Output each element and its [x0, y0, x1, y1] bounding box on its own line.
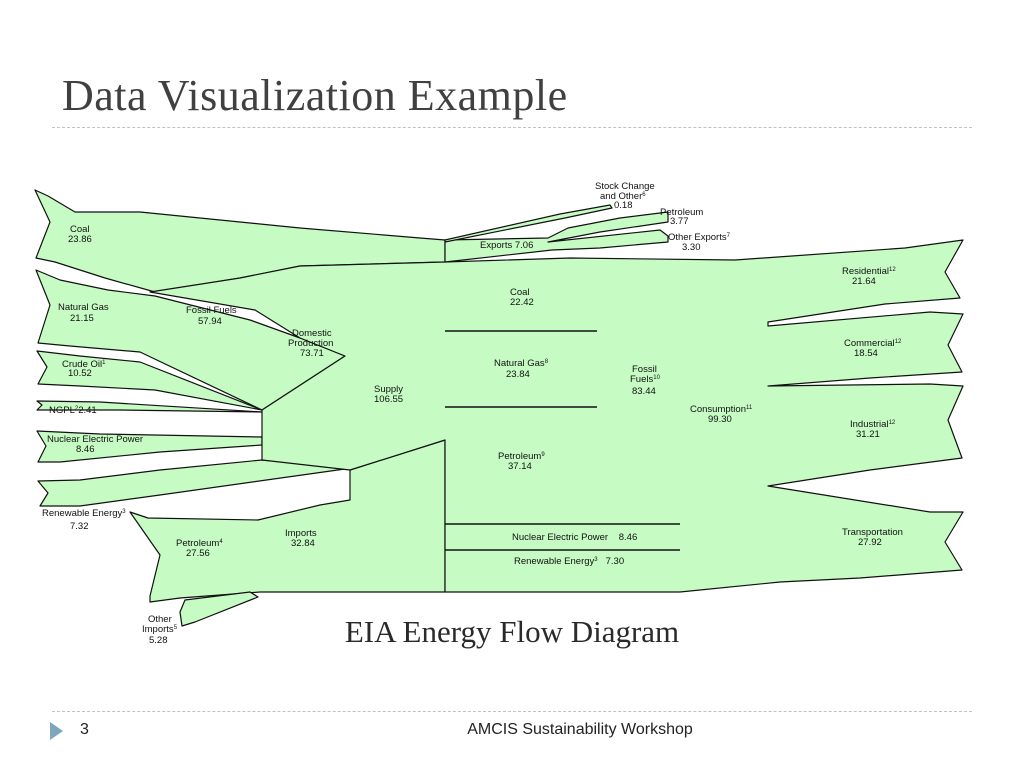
flow-exports: [444, 211, 669, 263]
value-fossil-fuels-production: 57.94: [198, 316, 222, 327]
slide-title: Data Visualization Example: [62, 71, 568, 120]
flow-ngpl-input: [36, 400, 263, 413]
page-number: 3: [80, 721, 89, 738]
label-other-imports-2: Imports5: [142, 624, 178, 635]
label-crude-oil-input: Crude Oil1: [62, 359, 106, 370]
label-other-imports: Other: [148, 614, 172, 625]
play-arrow-icon: [50, 722, 63, 740]
label-commercial: Commercial12: [844, 338, 902, 349]
label-residential: Residential12: [842, 266, 896, 277]
flow-crude-oil-input: [36, 350, 263, 411]
value-commercial: 18.54: [854, 348, 878, 359]
label-imports: Imports: [285, 528, 317, 539]
label-consumption: Consumption11: [690, 404, 753, 415]
value-petroleum-imports: 27.56: [186, 548, 210, 559]
label-fossil-fuels-consumption-2: Fuels10: [630, 374, 661, 385]
label-industrial: Industrial12: [850, 419, 896, 430]
label-renewable-input: Renewable Energy3: [42, 508, 126, 519]
value-other-imports: 5.28: [149, 635, 168, 646]
footer-text: AMCIS Sustainability Workshop: [467, 721, 693, 738]
value-natural-gas-consumption: 23.84: [506, 369, 530, 380]
label-fossil-fuels-production: Fossil Fuels: [186, 305, 237, 316]
label-transportation: Transportation: [842, 527, 903, 538]
value-domestic-production: 73.71: [300, 348, 324, 359]
label-coal-consumption: Coal: [510, 287, 530, 298]
label-petroleum-imports: Petroleum4: [176, 538, 223, 549]
label-stock-change: Stock Change: [595, 181, 655, 192]
label-ngpl-input: NGPL22.41: [49, 405, 97, 416]
label-petroleum-consumption: Petroleum9: [498, 451, 545, 462]
flow-central-trunk: [149, 239, 964, 593]
title-divider: [52, 127, 972, 128]
label-domestic-production: Domestic: [292, 328, 332, 339]
footer-divider: [52, 711, 972, 712]
flow-nuclear-input: [36, 430, 263, 463]
label-natural-gas-input: Natural Gas: [58, 302, 109, 313]
value-nuclear-input: 8.46: [76, 444, 95, 455]
label-coal-input: Coal: [70, 224, 90, 235]
flow-other-imports: [179, 591, 259, 627]
value-supply: 106.55: [374, 394, 403, 405]
label-domestic-production-2: Production: [288, 338, 333, 349]
label-petroleum-exports: Petroleum: [660, 207, 703, 218]
label-supply: Supply: [374, 384, 403, 395]
flow-stock-change: [444, 204, 613, 243]
label-natural-gas-consumption: Natural Gas8: [494, 358, 549, 369]
value-transportation: 27.92: [858, 537, 882, 548]
flow-shapes: [34, 189, 964, 627]
diagram-labels: Coal 23.86 Natural Gas 21.15 Crude Oil1 …: [42, 181, 903, 646]
value-renewable-input: 7.32: [70, 521, 89, 532]
value-residential: 21.64: [852, 276, 876, 287]
label-exports: Exports 7.06: [480, 240, 533, 251]
value-other-exports: 3.30: [682, 242, 701, 253]
diagram-caption: EIA Energy Flow Diagram: [344, 614, 680, 649]
label-fossil-fuels-consumption: Fossil: [632, 364, 657, 375]
value-consumption: 99.30: [708, 414, 732, 425]
value-petroleum-exports: 3.77: [670, 216, 689, 227]
label-nuclear-input: Nuclear Electric Power: [47, 434, 143, 445]
value-fossil-fuels-consumption: 83.44: [632, 386, 656, 397]
flow-renewable-input: [37, 459, 353, 507]
value-imports: 32.84: [291, 538, 315, 549]
value-petroleum-consumption: 37.14: [508, 461, 532, 472]
label-other-exports: Other Exports7: [668, 232, 731, 243]
value-crude-oil-input: 10.52: [68, 368, 92, 379]
label-stock-change-2: and Other6: [600, 191, 646, 202]
value-stock-change: 0.18: [614, 200, 633, 211]
value-natural-gas-input: 21.15: [70, 313, 94, 324]
label-nuclear-consumption: Nuclear Electric Power 8.46: [512, 532, 637, 543]
separator-lines: [445, 330, 680, 551]
value-coal-input: 23.86: [68, 234, 92, 245]
value-coal-consumption: 22.42: [510, 297, 534, 308]
value-industrial: 31.21: [856, 429, 880, 440]
